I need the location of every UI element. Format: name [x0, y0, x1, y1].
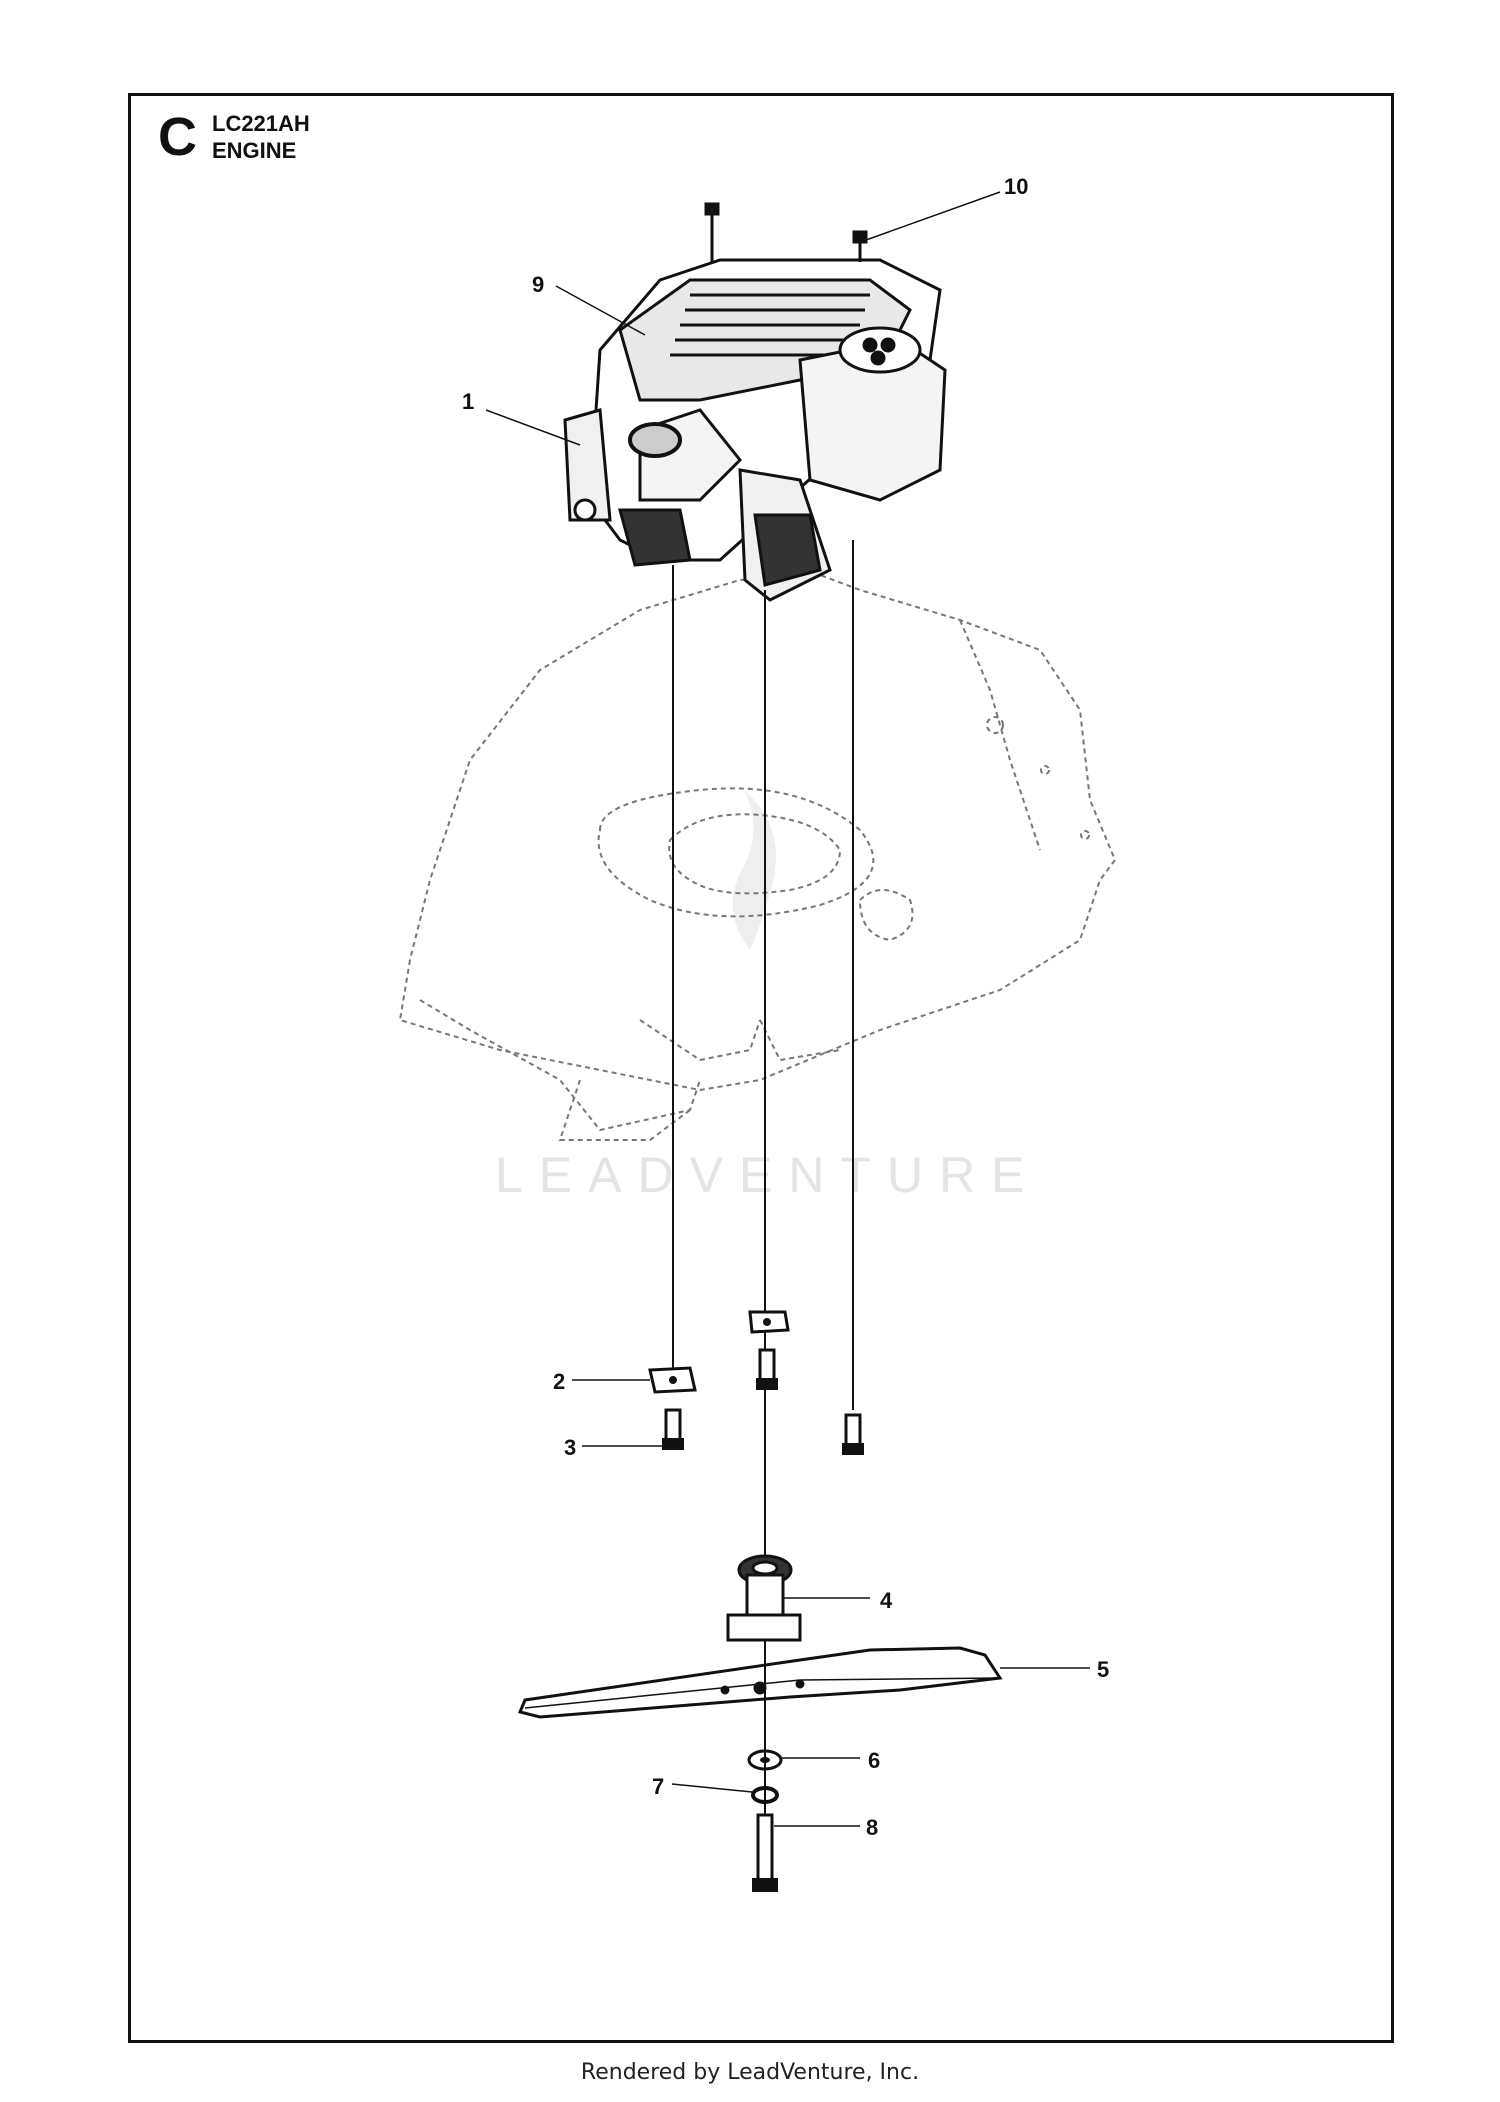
washer-left-icon	[648, 1366, 697, 1394]
screw-top-right-icon	[852, 230, 868, 262]
bolt-right-icon	[842, 1413, 864, 1455]
callout-7: 7	[652, 1774, 664, 1799]
watermark: LEADVENTURE	[495, 790, 1041, 1203]
screw-top-left-icon	[704, 202, 720, 262]
assembly-lines	[672, 540, 854, 1555]
callout-4: 4	[880, 1588, 893, 1613]
footer-credit: Rendered by LeadVenture, Inc.	[580, 2060, 920, 2085]
callout-3: 3	[564, 1435, 576, 1460]
callout-1: 1	[462, 389, 474, 414]
bolt-center-icon	[756, 1348, 778, 1390]
engine-assembly	[563, 258, 947, 602]
callout-8: 8	[866, 1815, 878, 1840]
section-title: ENGINE	[212, 138, 297, 163]
callout-6: 6	[868, 1748, 880, 1773]
bolt-left-icon	[662, 1408, 684, 1450]
model-number: LC221AH	[212, 111, 310, 136]
callout-9: 9	[532, 272, 544, 297]
watermark-text: LEADVENTURE	[495, 1147, 1041, 1203]
callout-10: 10	[1004, 174, 1028, 199]
leader-lines	[485, 191, 1090, 1827]
mower-blade-icon	[517, 1646, 1003, 1719]
mower-deck-outline	[398, 573, 1117, 1141]
section-letter: C	[158, 107, 197, 167]
blade-adapter-icon	[726, 1554, 802, 1642]
washer-center-icon	[748, 1310, 790, 1334]
callout-5: 5	[1097, 1657, 1109, 1682]
callout-2: 2	[553, 1369, 565, 1394]
